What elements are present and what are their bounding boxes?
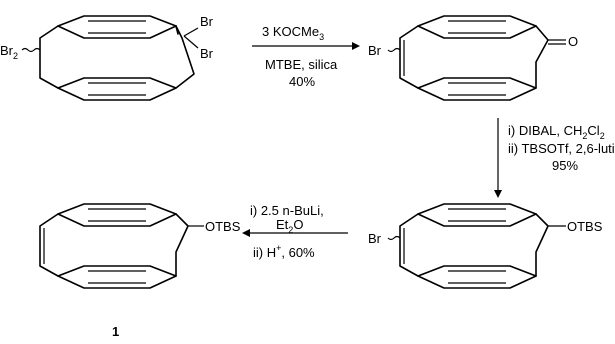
lower-benzene-ring [57,77,177,101]
wavy-bond [387,47,401,53]
br-a-label: Br [200,14,214,29]
bridges [399,213,566,277]
ketone-oxygen-label: O [568,34,578,49]
compound-number-label: 1 [112,324,119,339]
wavy-bond [21,47,41,53]
br-product2-label: Br [368,231,382,246]
step3-line2: Et2O [276,217,303,235]
molecule-bromo-ketone: Br O [368,15,578,101]
br-ketone-label: Br [368,43,382,58]
step2-line1: i) DIBAL, CH2Cl2 [508,123,605,141]
lower-benzene-ring [417,77,537,101]
bridges [39,25,195,89]
molecule-bromo-otbs: Br OTBS [368,203,603,289]
otbs-label-final: OTBS [205,219,241,234]
step1-conditions: MTBE, silica [265,57,338,72]
br2-label: Br2 [0,43,18,61]
step1-reagent: 3 KOCMe3 [262,24,324,42]
upper-benzene-ring [57,203,177,227]
arrow-step1: 3 KOCMe3 MTBE, silica 40% [252,24,360,89]
lower-benzene-ring [57,265,177,289]
step3-line1: i) 2.5 n-BuLi, [250,203,324,218]
upper-benzene-ring [417,203,537,227]
upper-benzene-ring [417,15,537,39]
molecule-final-product: OTBS [39,203,241,289]
bridges [399,25,566,89]
upper-benzene-ring [57,15,177,39]
step3-line3: ii) H+, 60% [253,243,315,260]
step2-yield: 95% [552,158,578,173]
br-b-label: Br [200,46,214,61]
step2-line2: ii) TBSOTf, 2,6-lutidine [508,141,615,156]
arrow-step2: i) DIBAL, CH2Cl2 ii) TBSOTf, 2,6-lutidin… [494,118,615,198]
otbs-label-2: OTBS [567,219,603,234]
wavy-bond [387,235,401,241]
bridges [39,213,204,277]
molecule-tetrabromo-cyclophane: Br2 Br Br [0,14,214,101]
step1-yield: 40% [289,74,315,89]
lower-benzene-ring [417,265,537,289]
arrow-step3: i) 2.5 n-BuLi, Et2O ii) H+, 60% [242,203,348,260]
